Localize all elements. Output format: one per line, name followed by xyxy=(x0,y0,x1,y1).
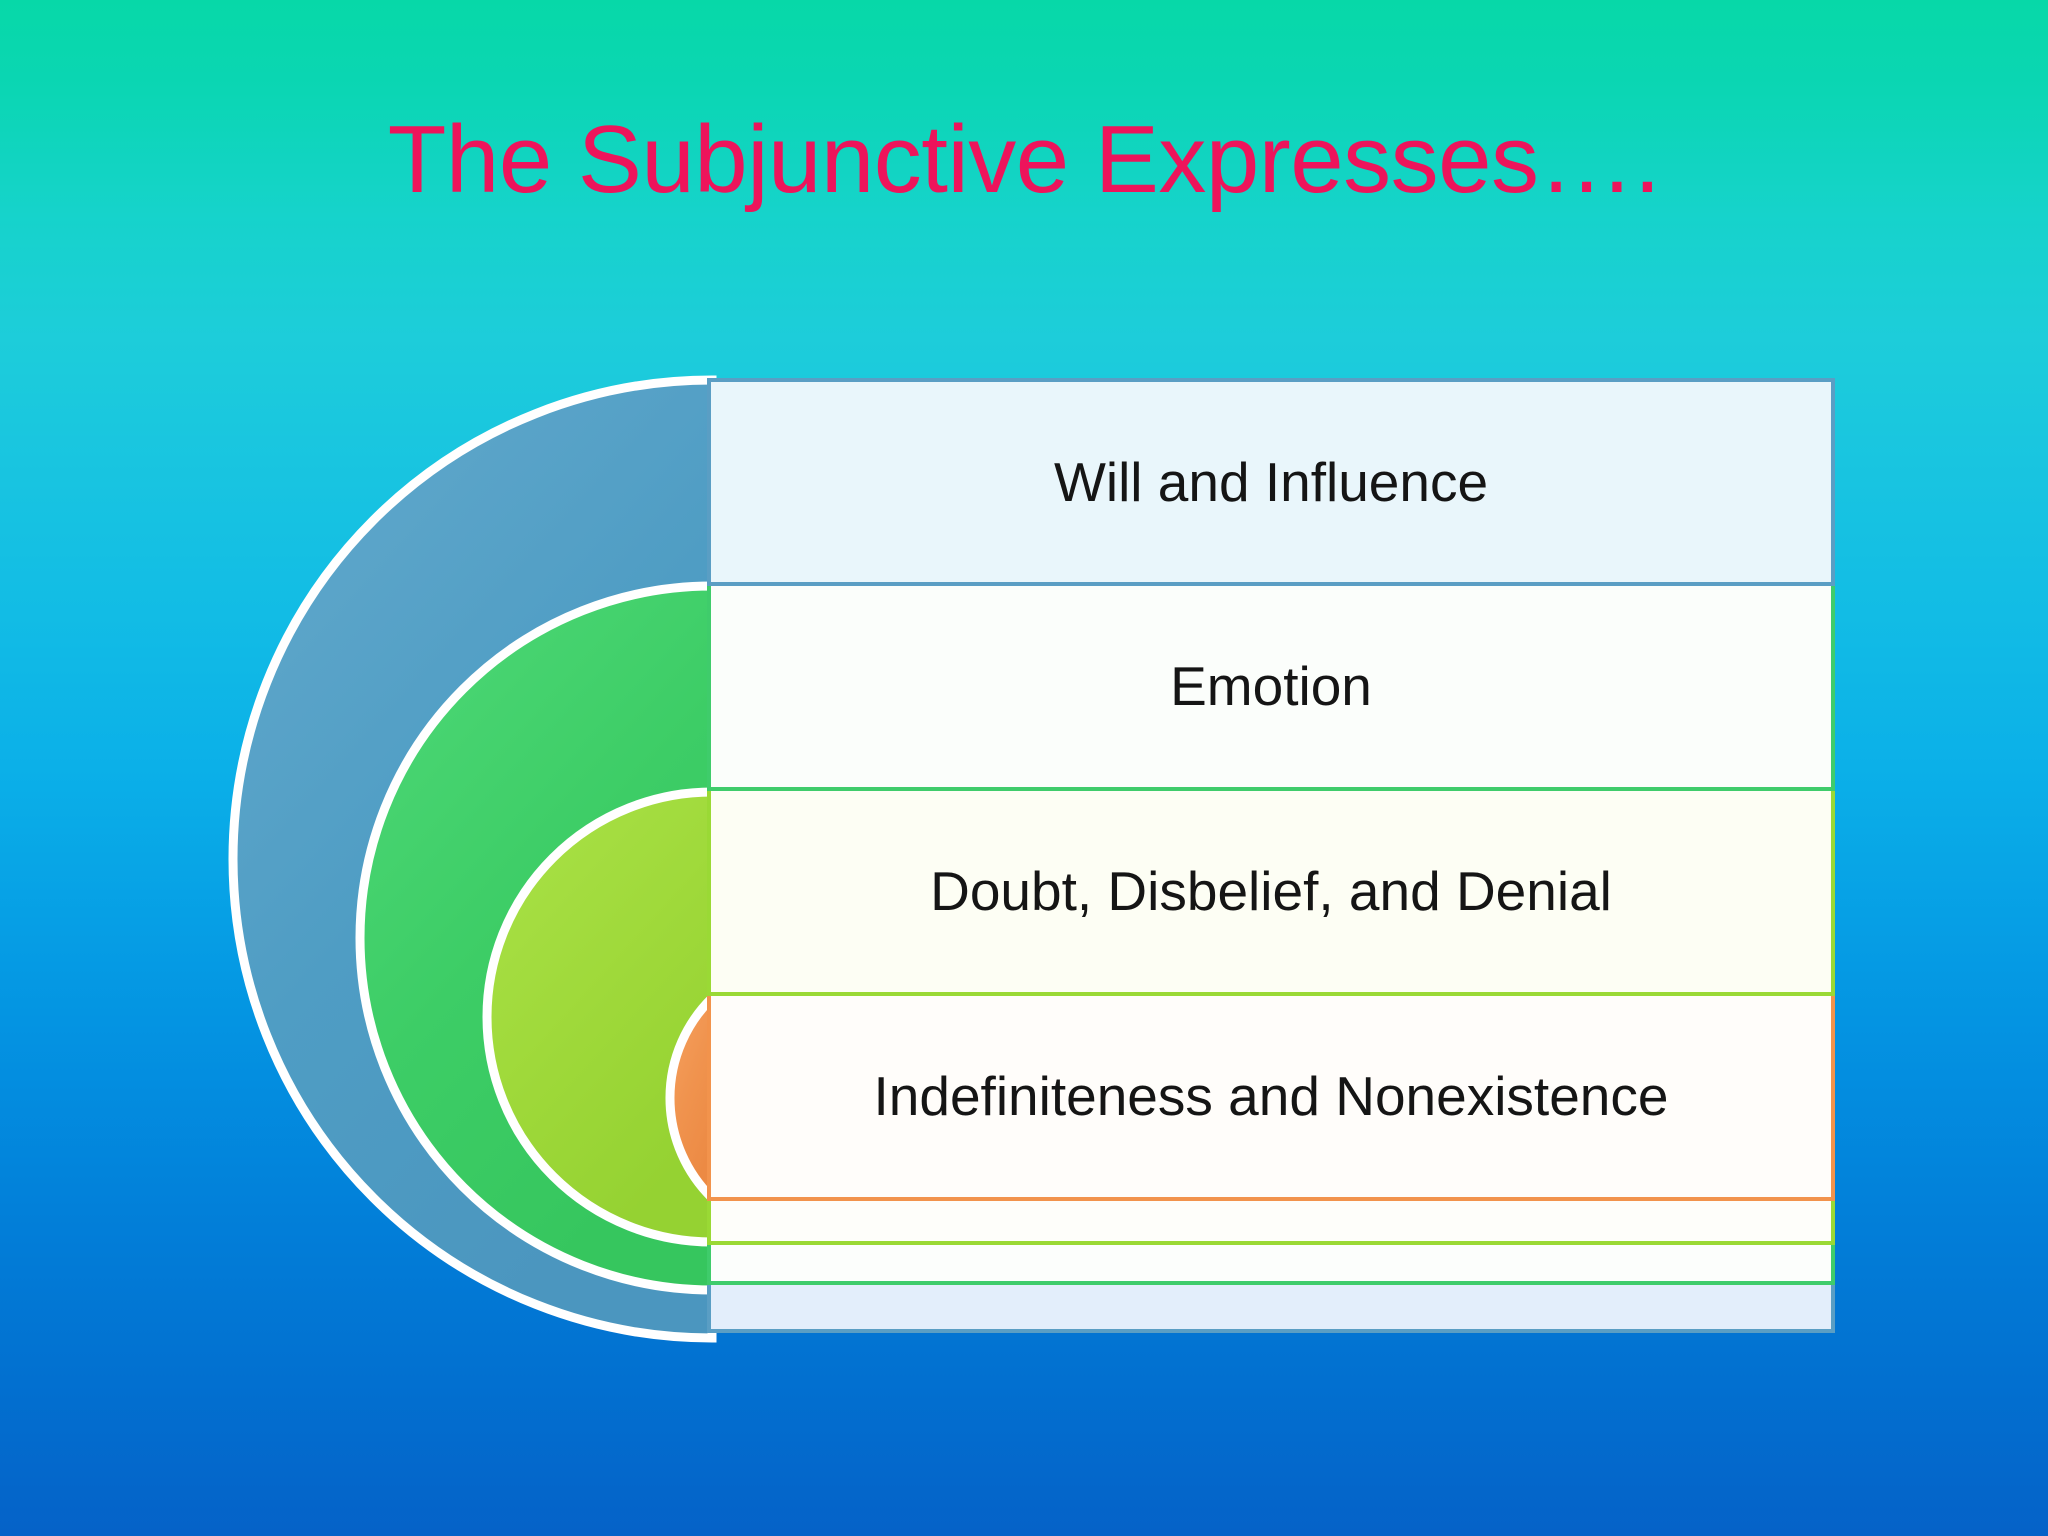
label-text: Doubt, Disbelief, and Denial xyxy=(930,860,1612,923)
label-box-stack: Will and Influence Emotion Doubt, Disbel… xyxy=(707,378,1835,1333)
label-box-will-and-influence[interactable]: Will and Influence xyxy=(707,378,1835,586)
label-box-indefiniteness-nonexistence[interactable]: Indefiniteness and Nonexistence xyxy=(707,996,1835,1201)
spacer-box-blue xyxy=(707,1285,1835,1333)
label-text: Indefiniteness and Nonexistence xyxy=(873,1065,1669,1128)
label-text: Will and Influence xyxy=(1053,450,1489,513)
label-box-emotion[interactable]: Emotion xyxy=(707,586,1835,791)
label-box-doubt-disbelief-denial[interactable]: Doubt, Disbelief, and Denial xyxy=(707,791,1835,996)
page-title: The Subjunctive Expresses…. xyxy=(387,106,1661,213)
arc-level-3 xyxy=(482,787,717,1247)
spacer-box-green xyxy=(707,1245,1835,1285)
spacer-box-lime xyxy=(707,1201,1835,1245)
label-text: Emotion xyxy=(1170,655,1372,718)
arc-level-4 xyxy=(665,987,717,1209)
